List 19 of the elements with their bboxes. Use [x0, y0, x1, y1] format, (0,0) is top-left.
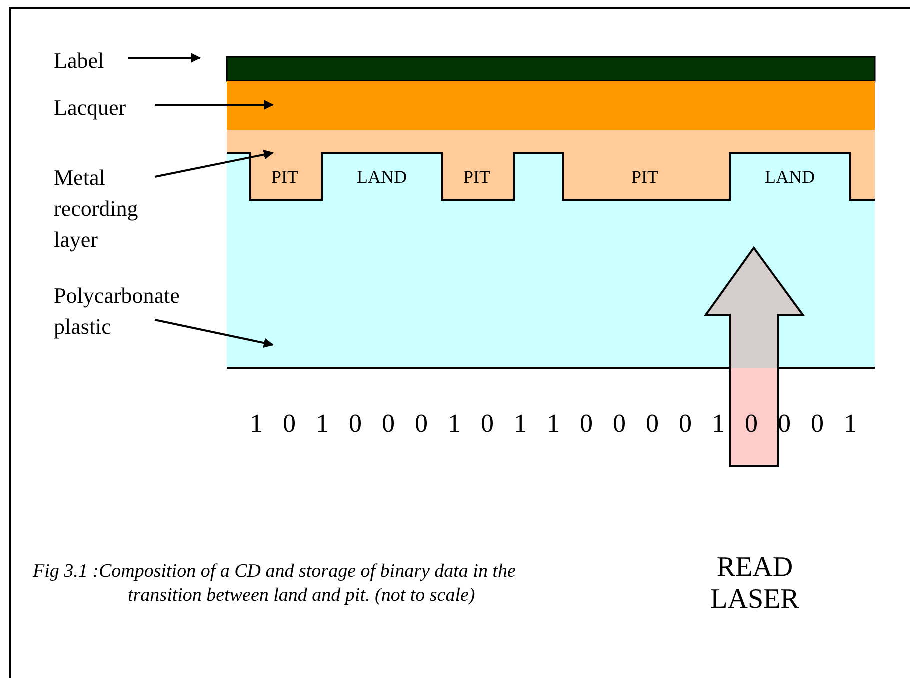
part-name: Lacquer — [54, 92, 204, 123]
figure-caption: Fig 3.1 :Composition of a CD and storage of binary data in the transition between land and pit. (not to scale) — [33, 560, 517, 608]
land-label: LAND — [356, 166, 408, 188]
lacquer-layer — [227, 81, 875, 130]
pit-label: PIT — [462, 166, 492, 188]
part-name: Metal recording layer — [54, 162, 164, 255]
leader-arrow — [128, 53, 201, 63]
binary-data: 1 0 1 0 0 0 1 0 1 1 0 0 0 0 1 0 0 0 1 — [250, 409, 857, 439]
pit-label: PIT — [270, 166, 300, 188]
land-label: LAND — [764, 166, 816, 188]
leader-arrow — [154, 150, 274, 178]
leader-arrow — [154, 319, 274, 348]
part-name: Label — [54, 45, 204, 76]
label-layer — [226, 56, 876, 82]
plastic-layer — [227, 153, 875, 368]
laser-label: READ LASER — [710, 552, 800, 616]
pit-label: PIT — [630, 166, 660, 188]
leader-arrow — [155, 100, 274, 110]
part-name: Polycarbonate plastic — [54, 280, 224, 342]
